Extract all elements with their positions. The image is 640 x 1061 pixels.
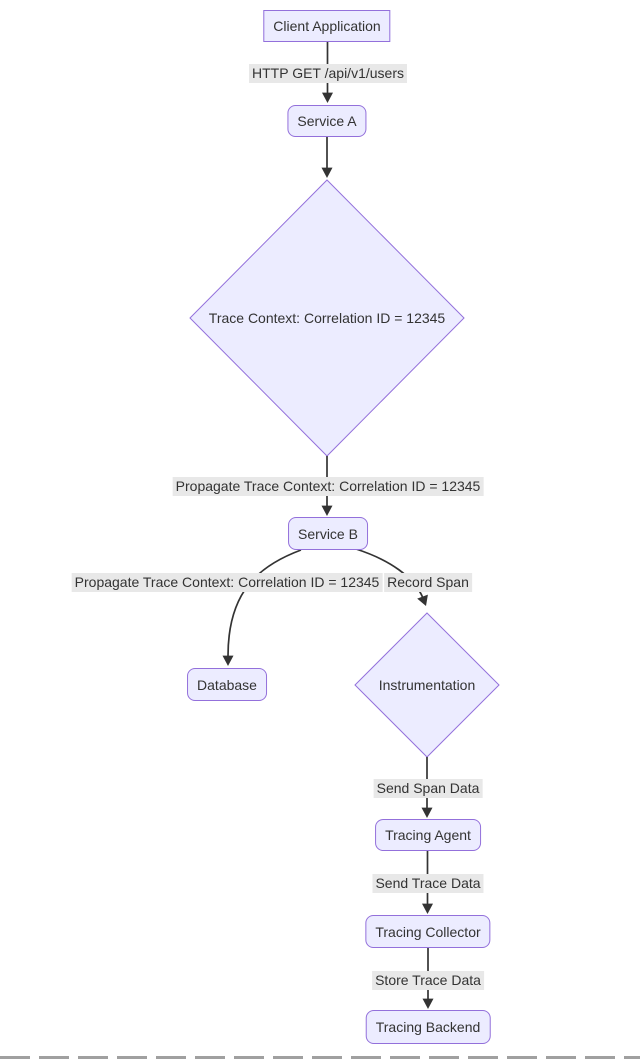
edge-service-b-database xyxy=(227,549,302,657)
arrowhead-icon xyxy=(321,505,333,516)
edge-label-http-get: HTTP GET /api/v1/users xyxy=(249,64,407,83)
edge-label-send-span-data: Send Span Data xyxy=(373,779,483,798)
arrowhead-icon xyxy=(422,903,433,914)
node-service-a: Service A xyxy=(287,105,367,137)
node-client-application: Client Application xyxy=(263,10,391,42)
arrowhead-icon xyxy=(421,807,433,818)
node-tracing-agent: Tracing Agent xyxy=(375,819,481,851)
node-tracing-collector: Tracing Collector xyxy=(365,915,491,948)
node-tracing-backend: Tracing Backend xyxy=(365,1010,491,1044)
edge-label-store-trace-data: Store Trace Data xyxy=(372,971,484,990)
node-database: Database xyxy=(187,668,267,701)
edge-label-propagate-trace-context-1: Propagate Trace Context: Correlation ID … xyxy=(172,477,484,496)
arrowhead-icon xyxy=(417,594,428,606)
edge-label-record-span: Record Span xyxy=(384,573,472,592)
node-trace-context-label: Trace Context: Correlation ID = 12345 xyxy=(208,310,446,326)
edge-label-propagate-trace-context-2: Propagate Trace Context: Correlation ID … xyxy=(71,573,383,592)
cropped-bottom-line xyxy=(0,1056,640,1059)
node-service-b: Service B xyxy=(288,517,368,550)
arrowhead-icon xyxy=(322,92,333,103)
edge-label-send-trace-data: Send Trace Data xyxy=(372,874,484,893)
node-instrumentation-label: Instrumentation xyxy=(378,677,476,693)
arrowhead-icon xyxy=(321,167,333,178)
arrowhead-icon xyxy=(422,998,434,1009)
arrowhead-icon xyxy=(222,655,234,666)
